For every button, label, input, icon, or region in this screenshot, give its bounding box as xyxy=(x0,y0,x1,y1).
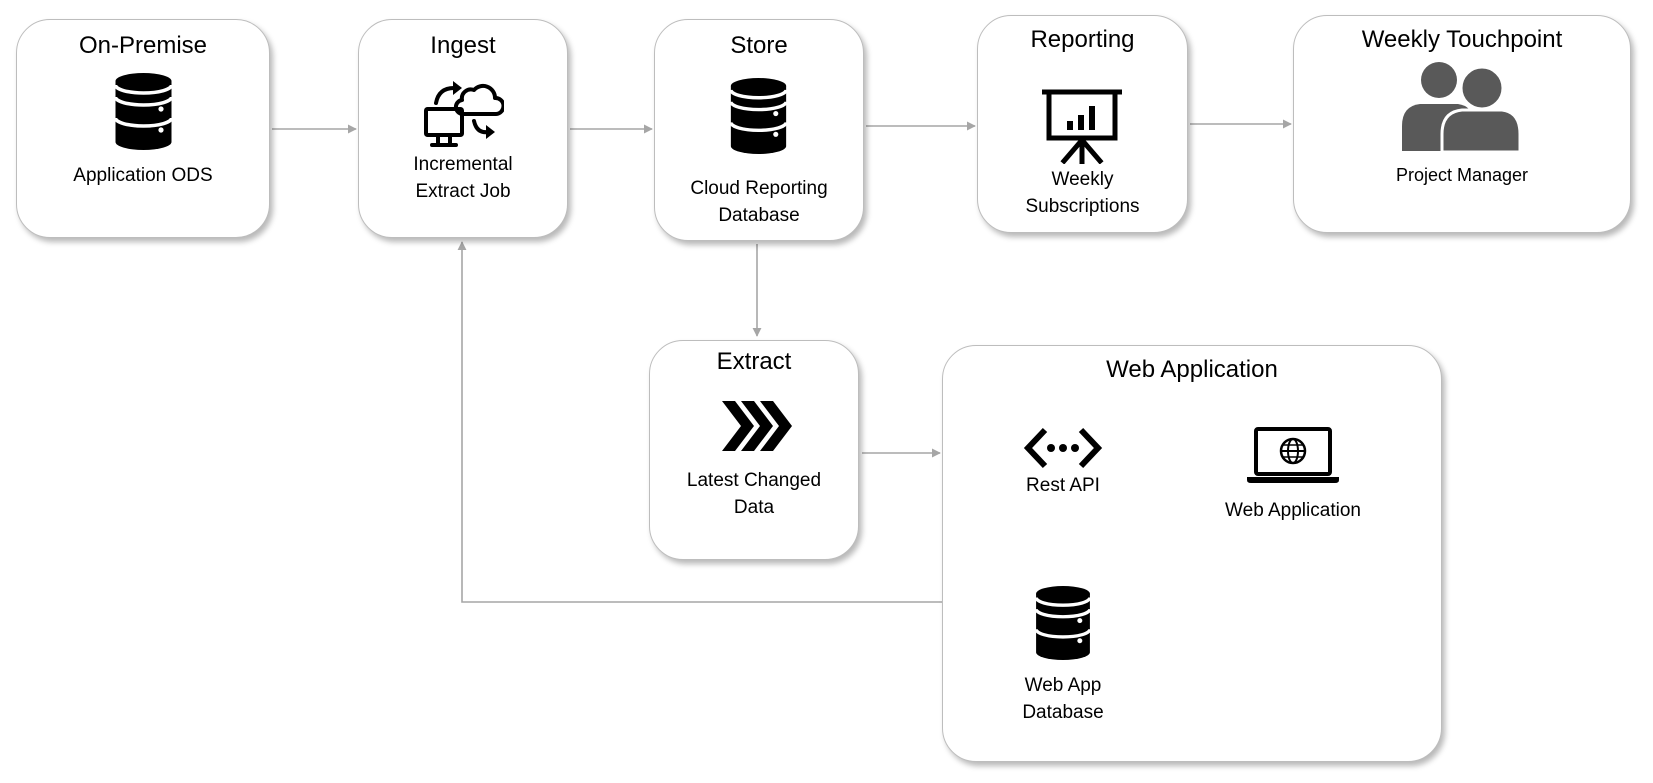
rest-api-label: Rest API xyxy=(1026,475,1100,496)
node-title: Web Application xyxy=(1106,356,1278,383)
node-label: Weekly Subscriptions xyxy=(1025,169,1140,217)
laptop-globe-icon xyxy=(1247,427,1339,483)
node-weekly-touchpoint[interactable]: Weekly Touchpoint Project Manager xyxy=(1293,15,1631,233)
presentation-chart-icon xyxy=(1042,89,1122,164)
node-title: Store xyxy=(730,32,788,59)
node-title: Extract xyxy=(716,348,792,375)
node-on-premise[interactable]: On-Premise Application ODS xyxy=(16,19,270,238)
arrow-webapp-to-ingest xyxy=(457,241,942,603)
api-code-icon xyxy=(1023,427,1103,469)
computer-cloud-sync-icon xyxy=(424,81,504,147)
web-app-database-item[interactable]: Web App Database xyxy=(1003,586,1123,726)
database-icon xyxy=(730,78,787,154)
node-label: Cloud Reporting Database xyxy=(690,178,828,226)
node-extract[interactable]: Extract Latest Changed Data xyxy=(649,340,859,560)
node-label: Incremental Extract Job xyxy=(413,154,513,202)
database-icon xyxy=(1035,586,1091,660)
node-ingest[interactable]: Ingest Incremental Extract Job xyxy=(358,19,568,238)
node-title: Reporting xyxy=(1030,26,1135,53)
rest-api-item[interactable]: Rest API xyxy=(1013,426,1113,499)
database-icon xyxy=(115,73,172,150)
web-app-database-label: Web App Database xyxy=(1022,675,1104,723)
chevrons-right-icon xyxy=(722,401,792,451)
node-label: Application ODS xyxy=(73,165,213,186)
web-application-item[interactable]: Web Application xyxy=(1213,426,1373,524)
node-label: Project Manager xyxy=(1395,165,1529,185)
web-application-label: Web Application xyxy=(1225,500,1361,521)
node-title: Ingest xyxy=(430,32,496,59)
node-title: On-Premise xyxy=(78,32,208,59)
users-icon xyxy=(1402,62,1520,152)
node-label: Latest Changed Data xyxy=(686,470,822,518)
node-title: Weekly Touchpoint xyxy=(1361,26,1563,53)
node-reporting[interactable]: Reporting Weekly Subscriptions xyxy=(977,15,1188,233)
node-store[interactable]: Store Cloud Reporting Database xyxy=(654,19,864,241)
node-web-application[interactable]: Web Application Rest API Web Application xyxy=(942,345,1442,762)
